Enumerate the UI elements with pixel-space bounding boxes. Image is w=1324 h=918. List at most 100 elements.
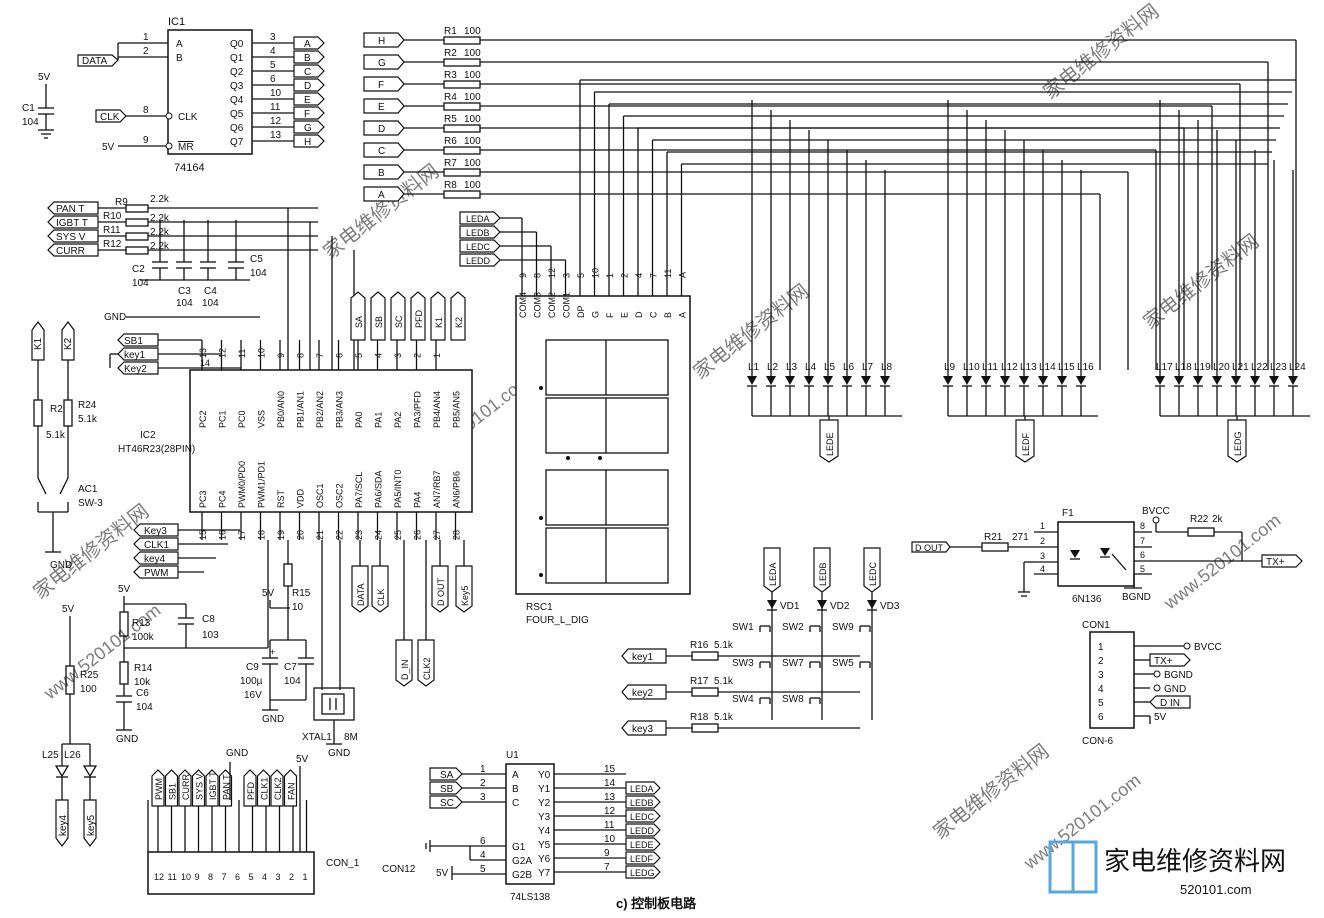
ic2-pin-name: PWM1/PD1 bbox=[257, 461, 267, 508]
led-label: L18 bbox=[1175, 362, 1192, 373]
net-label: CURR bbox=[56, 246, 85, 257]
con6-part: CON-6 bbox=[1082, 736, 1114, 747]
ic1-shift-register: IC1 74164 1 2 8 9 A B CLK MR DATA CLK 5V… bbox=[77, 16, 325, 174]
switch-ref: SW3 bbox=[732, 658, 754, 669]
led-diode bbox=[880, 376, 890, 385]
led-diode bbox=[766, 376, 776, 385]
net-label: BGND bbox=[1164, 670, 1193, 681]
ic2-pin-num: 13 bbox=[198, 348, 208, 358]
xtal-ref: XTAL1 bbox=[302, 732, 332, 743]
net-label: SA bbox=[354, 316, 364, 328]
ic2-pin-num: 28 bbox=[452, 530, 462, 540]
resistor-value: 100 bbox=[464, 70, 481, 81]
ic2-pin-name: AN7/RB7 bbox=[432, 470, 442, 508]
net-tag bbox=[459, 225, 501, 239]
resistor-ref: R7 bbox=[444, 158, 457, 169]
resistor-ref: R3 bbox=[444, 70, 457, 81]
resistor-ref: R1 bbox=[444, 26, 457, 37]
net-tag bbox=[429, 767, 463, 781]
net-tag bbox=[459, 253, 501, 267]
net-tag bbox=[133, 537, 179, 551]
net-tag bbox=[47, 201, 99, 215]
con1-pin: 6 bbox=[235, 872, 240, 882]
led-label: L14 bbox=[1039, 362, 1056, 373]
ic2-pin-name: RST bbox=[276, 489, 286, 508]
resistor bbox=[443, 58, 481, 67]
ic1-part: 74164 bbox=[174, 162, 205, 174]
net-tag bbox=[47, 243, 99, 257]
led-diode bbox=[1269, 376, 1279, 385]
ic2-pin-num: 21 bbox=[315, 530, 325, 540]
net-label: F bbox=[378, 80, 384, 91]
gnd-label: GND bbox=[104, 312, 126, 323]
display-pin-num: 8 bbox=[533, 273, 543, 278]
gnd-label: GND bbox=[116, 734, 138, 745]
net-tag bbox=[429, 781, 463, 795]
ic2-pin-name: PC4 bbox=[218, 490, 228, 508]
led-diode bbox=[1288, 376, 1298, 385]
resistor bbox=[443, 124, 481, 133]
net-tag bbox=[117, 347, 159, 361]
u1-pin-num: 1 bbox=[480, 764, 486, 775]
u1-pin-num: 2 bbox=[480, 778, 486, 789]
net-label: SB1 bbox=[124, 336, 143, 347]
ic2-pin-name: OSC2 bbox=[335, 483, 345, 508]
net-tag bbox=[621, 684, 667, 700]
net-label: key1 bbox=[632, 652, 654, 663]
resistor-ref: R12 bbox=[103, 239, 122, 250]
display-pin-name: COM4 bbox=[518, 292, 528, 318]
resistor-value: 100 bbox=[464, 158, 481, 169]
net-label: K1 bbox=[434, 317, 444, 328]
resistor-value: 100 bbox=[464, 26, 481, 37]
cap-value: 104 bbox=[132, 278, 149, 289]
net-label: G bbox=[378, 58, 386, 69]
led-label: L10 bbox=[963, 362, 980, 373]
ic1-pin-name: MR bbox=[178, 142, 194, 153]
net-label: D bbox=[378, 124, 385, 135]
net-label: IGBT T bbox=[56, 218, 88, 229]
led-label: L15 bbox=[1058, 362, 1075, 373]
led-label: L23 bbox=[1270, 362, 1287, 373]
cap-value: 104 bbox=[176, 298, 193, 309]
u1-pin-num: 10 bbox=[604, 834, 616, 845]
f1-pin: 6 bbox=[1140, 550, 1145, 560]
led-label: L21 bbox=[1232, 362, 1249, 373]
ic1-pin-name: Q6 bbox=[230, 123, 244, 134]
ic2-pin-num: 11 bbox=[237, 349, 247, 358]
watermark: 家电维修资料网 bbox=[1039, 0, 1163, 104]
led-diode bbox=[1019, 376, 1029, 385]
net-tag bbox=[1227, 419, 1247, 463]
con1-pin: 3 bbox=[276, 872, 281, 882]
net-label: C bbox=[378, 146, 385, 157]
resistor-value: 100 bbox=[464, 48, 481, 59]
terminal bbox=[1153, 670, 1161, 678]
r21-ref: R21 bbox=[984, 532, 1003, 543]
net-tag bbox=[1149, 695, 1191, 709]
watermark: 家电维修资料网 bbox=[929, 740, 1053, 844]
r14-ref: R14 bbox=[134, 663, 153, 674]
net-tag bbox=[293, 36, 325, 50]
u1-pin-num: 12 bbox=[604, 806, 616, 817]
resistor-ref: R16 bbox=[690, 640, 709, 651]
ic1-pin-num: 6 bbox=[270, 74, 276, 85]
net-label: CLK1 bbox=[144, 540, 169, 551]
led-label: L17 bbox=[1156, 362, 1173, 373]
ic2-pin-num: 22 bbox=[335, 530, 345, 540]
net-tag bbox=[293, 64, 325, 78]
led-diode bbox=[861, 376, 871, 385]
cap-ref: C5 bbox=[250, 254, 263, 265]
resistor bbox=[691, 723, 719, 733]
cap-ref: C2 bbox=[132, 264, 145, 275]
con6-pin: 1 bbox=[1098, 642, 1104, 653]
ic2-pin-num: 17 bbox=[237, 530, 247, 540]
led-diode bbox=[1000, 376, 1010, 385]
ic2-pin-name: PC1 bbox=[218, 410, 228, 428]
net-label: SC bbox=[440, 798, 454, 809]
display-pin-name: D bbox=[634, 311, 644, 318]
terminal bbox=[1153, 684, 1161, 692]
net-tag bbox=[363, 164, 405, 180]
r15-value: 10 bbox=[292, 602, 304, 613]
ic2-pin-name: VDD bbox=[296, 488, 306, 508]
